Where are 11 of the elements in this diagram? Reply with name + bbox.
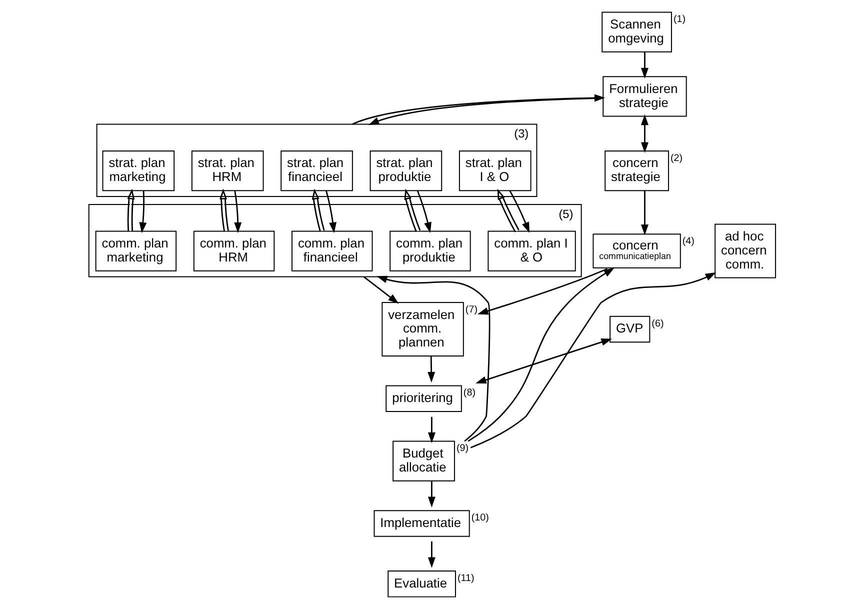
node-label: (4): [682, 236, 694, 248]
node-label: (5): [558, 206, 574, 221]
node-label: (6): [652, 318, 664, 330]
node-label: (9): [456, 443, 469, 454]
node-label: (10): [471, 512, 489, 524]
node-label: (11): [457, 572, 474, 584]
node-label: (7): [465, 304, 478, 316]
node-label: (8): [463, 388, 476, 399]
node-label: (1): [673, 14, 686, 26]
node-label: (2): [670, 152, 683, 164]
node-label: (3): [514, 126, 529, 141]
